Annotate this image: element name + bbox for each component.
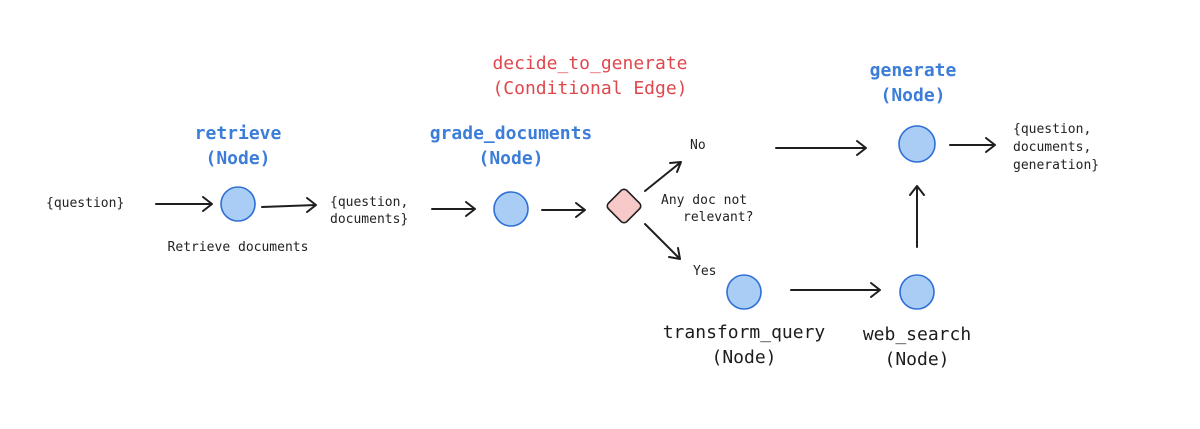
retrieve-node <box>220 186 256 222</box>
state-after-retrieve-line2: documents} <box>330 212 408 227</box>
conditional-title: decide_to_generate <box>492 53 687 74</box>
edge-decision-no <box>644 161 682 192</box>
state-after-retrieve-line1: {question, <box>330 195 408 210</box>
decision-question-line2: relevant? <box>683 210 753 225</box>
decision-question-line1: Any doc not <box>661 193 747 208</box>
edge-input-to-retrieve <box>155 196 213 212</box>
generate-node <box>898 125 936 163</box>
edge-retrieve-to-state <box>261 197 317 213</box>
transform-query-type: (Node) <box>711 347 776 368</box>
grade-documents-title: grade_documents <box>430 123 593 144</box>
retrieve-title: retrieve <box>195 123 282 144</box>
grade-documents-type: (Node) <box>478 148 543 169</box>
transform-query-title: transform_query <box>663 322 826 343</box>
conditional-type: (Conditional Edge) <box>492 78 687 99</box>
web-search-type: (Node) <box>884 349 949 370</box>
edge-state-to-grade <box>431 201 476 217</box>
transform-query-node <box>726 274 762 310</box>
edge-transform-to-websearch <box>790 282 881 298</box>
edge-decision-yes <box>644 223 681 260</box>
edge-generate-to-output <box>949 137 996 153</box>
retrieve-type: (Node) <box>205 148 270 169</box>
branch-no-label: No <box>690 138 706 153</box>
output-state-line1: {question, <box>1013 122 1091 137</box>
grade-documents-node <box>493 191 529 227</box>
generate-title: generate <box>870 60 957 81</box>
web-search-node <box>899 274 935 310</box>
input-state: {question} <box>46 196 124 211</box>
edge-websearch-to-generate <box>909 185 925 248</box>
branch-yes-label: Yes <box>693 264 716 279</box>
output-state-line3: generation} <box>1013 158 1099 173</box>
output-state-line2: documents, <box>1013 140 1091 155</box>
edge-grade-to-decision <box>541 202 586 218</box>
generate-type: (Node) <box>880 85 945 106</box>
edge-no-to-generate <box>775 140 867 156</box>
retrieve-caption: Retrieve documents <box>168 240 309 255</box>
web-search-title: web_search <box>863 324 971 345</box>
decision-diamond <box>606 188 642 224</box>
